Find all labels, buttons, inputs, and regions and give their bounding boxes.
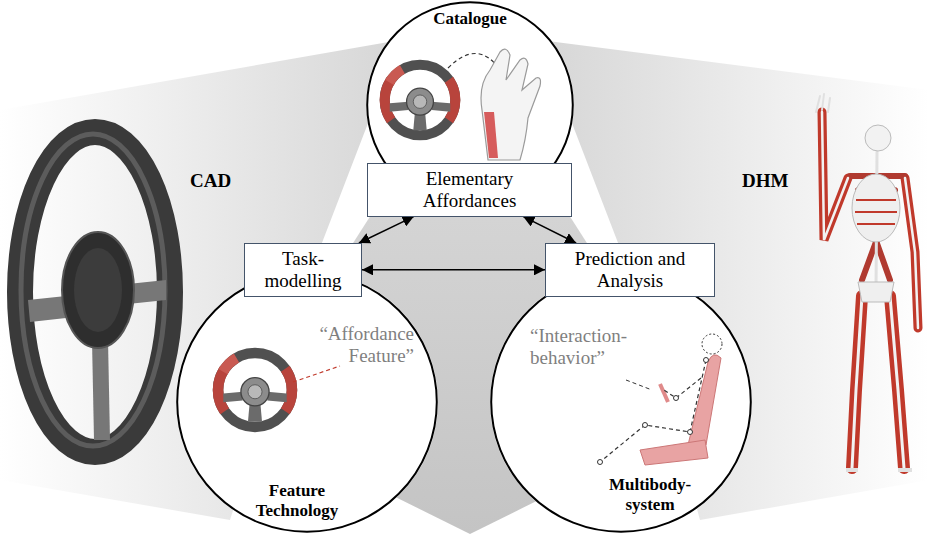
circle-title: Multibody-system (594, 475, 706, 514)
double-arrow (523, 217, 576, 243)
box-text: Task-modelling (255, 248, 351, 292)
circle-title: Catalogue (366, 9, 574, 29)
box-text: Elementary Affordances (378, 168, 561, 212)
side-label: DHM (742, 170, 788, 192)
module-circle: “Affordance Feature”Feature TechnologyTa… (176, 271, 438, 533)
process-box: Prediction and Analysis (545, 243, 715, 297)
module-circle: CatalogueElementary Affordances (366, 1, 574, 209)
process-box: Elementary Affordances (367, 163, 572, 217)
process-box: Task-modelling (244, 243, 362, 297)
feature-quote: “Interaction-behavior” (530, 325, 655, 369)
double-arrow (362, 269, 545, 271)
side-label: CAD (190, 170, 231, 192)
circle-title: Feature Technology (242, 481, 352, 520)
feature-quote: “Affordance Feature” (294, 323, 414, 367)
box-text: Prediction and Analysis (556, 248, 704, 292)
double-arrow (359, 217, 414, 243)
module-circle: “Interaction-behavior”Multibody-systemPr… (490, 271, 752, 533)
